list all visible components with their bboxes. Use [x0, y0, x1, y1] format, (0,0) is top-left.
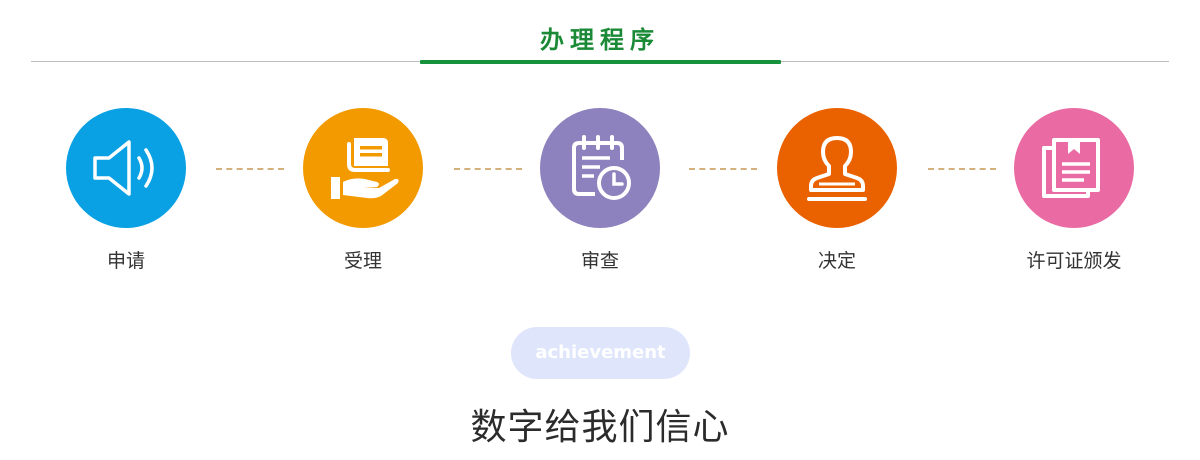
title-accent-bar	[420, 60, 781, 64]
achievement-headline: 数字给我们信心	[470, 407, 730, 448]
step-apply-label: 申请	[106, 250, 145, 272]
section-header: 办理程序	[0, 0, 1200, 70]
step-apply-circle	[66, 108, 186, 228]
hand-document-icon	[331, 138, 399, 199]
section-title: 办理程序	[540, 26, 660, 54]
stamp-icon	[807, 136, 867, 201]
step-decision[interactable]: 决定	[757, 108, 917, 278]
step-connector	[689, 168, 757, 170]
step-review[interactable]: 审查	[520, 108, 680, 278]
step-license-issue-label: 许可证颁发	[1026, 250, 1122, 272]
calendar-clock-icon	[572, 135, 631, 200]
step-connector	[454, 168, 522, 170]
step-accept-label: 受理	[343, 250, 382, 272]
step-connector	[216, 168, 284, 170]
step-connector	[928, 168, 996, 170]
step-license-issue[interactable]: 许可证颁发	[994, 108, 1154, 278]
step-apply[interactable]: 申请	[46, 108, 206, 278]
step-decision-label: 决定	[817, 250, 856, 272]
step-decision-circle	[777, 108, 897, 228]
speaker-icon	[93, 140, 154, 196]
step-license-issue-circle	[1014, 108, 1134, 228]
step-accept[interactable]: 受理	[283, 108, 443, 278]
step-review-circle	[540, 108, 660, 228]
certificate-icon	[1042, 138, 1100, 198]
achievement-badge: achievement	[511, 327, 690, 379]
step-accept-circle	[303, 108, 423, 228]
step-review-label: 审查	[580, 250, 619, 272]
